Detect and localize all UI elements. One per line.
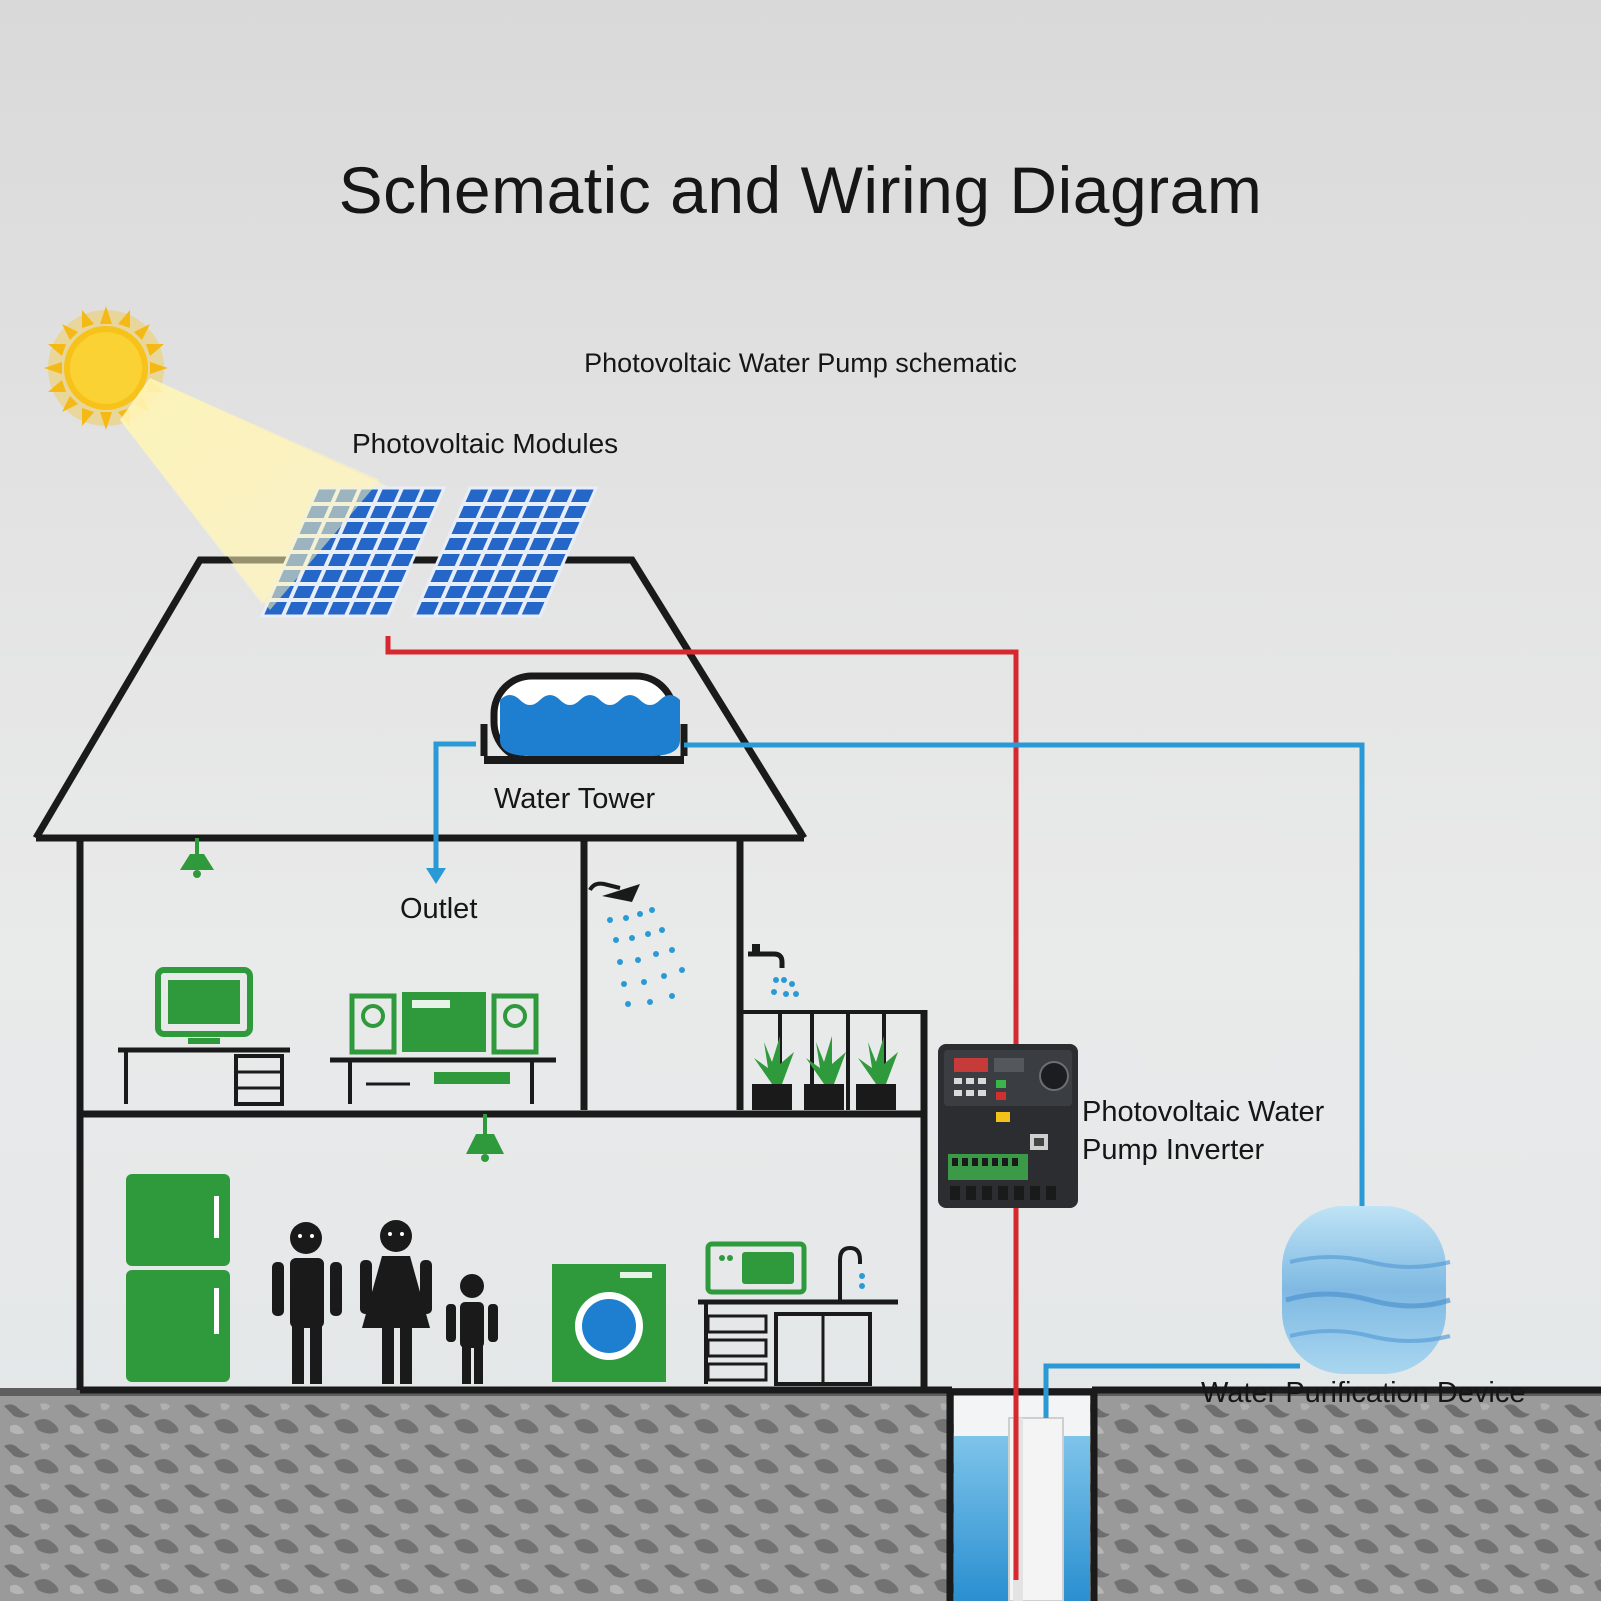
fridge-icon: [126, 1174, 230, 1382]
page-title: Schematic and Wiring Diagram: [338, 153, 1263, 227]
lamp-icon: [180, 838, 214, 878]
label-inverter: Photovoltaic Water Pump Inverter: [1082, 1093, 1382, 1169]
person-icon: [272, 1222, 342, 1384]
house-outline: [32, 556, 1601, 1394]
purifier-tank-icon: [1282, 1206, 1451, 1374]
lamp-icon: [466, 1114, 504, 1162]
shower-icon: [588, 881, 685, 1007]
person-icon: [360, 1220, 432, 1384]
plant-icon: [804, 1036, 846, 1110]
water-pipe: [433, 741, 1365, 1418]
washing-machine-icon: [552, 1264, 666, 1382]
plant-icon: [752, 1036, 794, 1110]
ground: [0, 1388, 1601, 1601]
label-water-purification-device: Water Purification Device: [1201, 1377, 1526, 1409]
label-water-tower: Water Tower: [494, 783, 656, 815]
water-tank-icon: [480, 672, 688, 764]
outlet-arrow: [426, 868, 446, 884]
label-inverter-line1: Photovoltaic Water: [1082, 1096, 1325, 1128]
label-outlet: Outlet: [400, 893, 478, 925]
kitchen-icon: [698, 1241, 898, 1386]
tv-icon: [118, 967, 290, 1106]
person-icon: [446, 1274, 498, 1384]
inverter-device: [938, 1044, 1078, 1208]
label-inverter-line2: Pump Inverter: [1082, 1134, 1265, 1166]
faucet-icon: [748, 944, 799, 997]
stereo-icon: [330, 992, 556, 1104]
solar-panel-icon: [411, 486, 599, 618]
sun-icon: [44, 306, 168, 430]
label-photovoltaic-modules: Photovoltaic Modules: [352, 428, 619, 459]
plant-icon: [856, 1036, 898, 1110]
diagram-subtitle: Photovoltaic Water Pump schematic: [584, 348, 1017, 378]
